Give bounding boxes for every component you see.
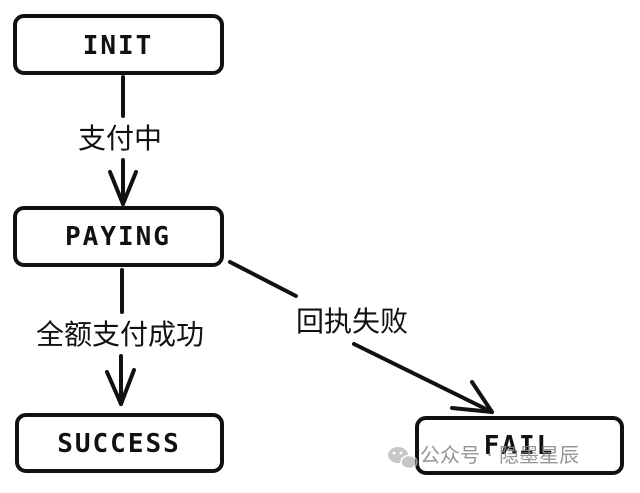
arrowhead-down-icon	[105, 368, 136, 406]
edge-init-to-paying: 支付中	[78, 75, 162, 206]
watermark: 公众号 · 隐墨星辰	[388, 443, 579, 470]
edge-paying-to-fail-line	[228, 260, 298, 298]
node-paying-label: PAYING	[65, 222, 171, 252]
edge-paying-to-success-label: 全额支付成功	[36, 318, 204, 351]
node-fail-label: FAIL	[484, 431, 555, 461]
node-success: SUCCESS	[15, 413, 224, 473]
edge-init-to-paying-label: 支付中	[78, 122, 162, 155]
node-success-box	[15, 413, 224, 473]
node-init-label: INIT	[83, 31, 154, 61]
node-init-box	[13, 14, 224, 75]
edge-paying-to-success: 全额支付成功	[36, 268, 204, 406]
edge-paying-to-fail-label: 回执失败	[296, 305, 408, 338]
node-success-label: SUCCESS	[57, 429, 181, 459]
wechat-icon	[388, 447, 418, 470]
arrowhead-diagonal-icon	[450, 380, 494, 414]
node-fail: FAIL	[415, 416, 624, 475]
node-fail-box	[415, 416, 624, 475]
edge-paying-to-fail-line-lower	[352, 342, 494, 414]
watermark-text: 公众号 · 隐墨星辰	[420, 443, 579, 467]
node-paying: PAYING	[13, 206, 224, 267]
arrowhead-down-icon	[108, 170, 138, 206]
node-paying-box	[13, 206, 224, 267]
node-init: INIT	[13, 14, 224, 75]
edge-paying-to-fail: 回执失败	[228, 260, 494, 414]
